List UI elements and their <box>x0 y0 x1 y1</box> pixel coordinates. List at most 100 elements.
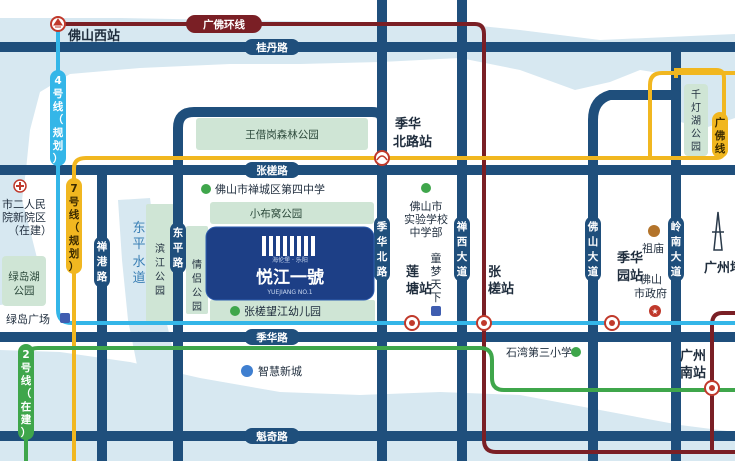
svg-text:★: ★ <box>651 307 658 316</box>
building-icon <box>241 365 253 377</box>
svg-text:公园: 公园 <box>14 285 35 297</box>
svg-text:）: ） <box>21 426 32 439</box>
station-jihua-north: 季华 北路站 <box>374 116 432 166</box>
svg-text:市二人民: 市二人民 <box>2 197 46 211</box>
svg-text:下: 下 <box>431 291 442 304</box>
svg-text:槎站: 槎站 <box>488 281 514 297</box>
svg-text:（: （ <box>21 387 32 400</box>
svg-text:道: 道 <box>457 265 468 278</box>
svg-text:大: 大 <box>671 250 682 263</box>
svg-text:祖庙: 祖庙 <box>642 241 664 255</box>
xiaobuwo-park-label: 小布窝公园 <box>250 207 303 220</box>
svg-text:侣: 侣 <box>192 272 202 285</box>
station-liantang: 莲 塘站 <box>404 264 432 331</box>
kindergarten-area <box>210 300 375 322</box>
shiwan-no3: 石湾第三小学 <box>506 345 581 359</box>
svg-text:童: 童 <box>431 251 442 265</box>
ring-label: 广佛环线 <box>186 15 262 33</box>
svg-text:路: 路 <box>173 256 184 269</box>
line2-label: 2 号 线 （ 在 建 ） <box>18 344 34 440</box>
kindergarten: 张槎望江幼儿园 <box>230 304 321 318</box>
svg-text:建: 建 <box>20 413 32 426</box>
svg-text:北: 北 <box>377 250 388 263</box>
svg-text:广州: 广州 <box>680 348 706 364</box>
svg-text:公: 公 <box>192 288 202 299</box>
road-label-kuiqi: 魁奇路 <box>244 428 300 444</box>
school-no4: 佛山市禅城区第四中学 <box>201 182 325 196</box>
svg-text:塘站: 塘站 <box>406 281 432 297</box>
svg-text:在: 在 <box>21 400 32 413</box>
svg-text:绿岛广场: 绿岛广场 <box>6 312 50 326</box>
svg-text:2: 2 <box>22 349 29 361</box>
qinglv-park-label: 情 侣 公 园 <box>192 258 202 313</box>
svg-text:佛: 佛 <box>587 220 599 233</box>
svg-text:平: 平 <box>173 242 184 254</box>
svg-text:划: 划 <box>53 139 64 152</box>
svg-text:佛山: 佛山 <box>640 273 662 286</box>
svg-text:大: 大 <box>588 250 599 263</box>
svg-text:南站: 南站 <box>680 365 706 381</box>
canton-tower: 广州塔 <box>704 211 735 276</box>
qinglv-park-area <box>186 226 208 314</box>
svg-text:智慧新城: 智慧新城 <box>258 364 302 378</box>
svg-text:划: 划 <box>69 247 80 260</box>
svg-text:线: 线 <box>21 374 32 387</box>
guangfo-ring-line <box>58 22 735 454</box>
svg-text:季华路: 季华路 <box>255 331 288 344</box>
guangfo-line-label: 广 佛 线 <box>712 112 728 158</box>
svg-text:港: 港 <box>97 255 108 268</box>
svg-text:实验学校: 实验学校 <box>404 212 448 226</box>
tongmeng: 童 梦 天 下 <box>431 251 442 316</box>
svg-text:广州塔: 广州塔 <box>704 260 735 276</box>
svg-text:季: 季 <box>376 220 388 233</box>
experimental-school: 佛山市 实验学校 中学部 <box>404 183 448 239</box>
svg-text:道: 道 <box>671 265 682 278</box>
government-icon <box>649 305 661 317</box>
svg-text:西: 西 <box>457 236 468 248</box>
svg-text:线: 线 <box>715 142 726 155</box>
svg-text:4: 4 <box>54 75 61 87</box>
wangjie-park-area <box>196 118 368 150</box>
hospital: 市二人民 院新院区 （在建） <box>2 179 52 237</box>
river-water-south <box>0 350 735 461</box>
zumiao: 祖庙 <box>642 225 664 255</box>
smart-city: 智慧新城 <box>241 364 302 378</box>
svg-text:绿岛湖: 绿岛湖 <box>8 270 40 283</box>
svg-text:佛山西站: 佛山西站 <box>67 28 120 44</box>
svg-text:号: 号 <box>21 362 32 374</box>
svg-text:悦江一號: 悦江一號 <box>256 267 324 288</box>
svg-text:（: （ <box>53 113 64 126</box>
svg-text:（: （ <box>69 221 80 234</box>
svg-text:华: 华 <box>377 235 388 248</box>
svg-text:）: ） <box>69 260 80 273</box>
svg-text:南: 南 <box>671 235 682 248</box>
road-label-jihua: 季华路 <box>244 329 300 345</box>
wangjie-park-label: 王借岗森林公园 <box>245 128 319 141</box>
temple-icon <box>648 225 660 237</box>
svg-text:道: 道 <box>132 271 145 286</box>
svg-text:7: 7 <box>70 183 77 195</box>
station-foshan-west: 佛山西站 <box>50 16 120 44</box>
station-zhangcha: 张 槎站 <box>476 265 514 331</box>
svg-text:公: 公 <box>691 129 701 140</box>
svg-text:路: 路 <box>377 265 388 278</box>
svg-text:季华: 季华 <box>394 116 421 132</box>
svg-text:江: 江 <box>155 257 165 269</box>
svg-text:情: 情 <box>192 258 202 271</box>
lvdaohu-park-area <box>2 256 46 306</box>
line7-right <box>648 71 735 158</box>
plaza-icon <box>60 313 70 323</box>
svg-text:道: 道 <box>588 265 599 278</box>
svg-text:佛: 佛 <box>714 129 726 142</box>
lvdao-plaza: 绿岛广场 <box>6 312 70 326</box>
svg-text:禅: 禅 <box>96 240 108 253</box>
xiaobuwo-park-area <box>210 202 374 224</box>
svg-text:岭: 岭 <box>671 220 682 233</box>
svg-text:广佛环线: 广佛环线 <box>203 18 245 31</box>
school-icon <box>230 306 240 316</box>
svg-text:路: 路 <box>97 270 108 283</box>
svg-text:梦: 梦 <box>431 265 442 278</box>
plaza-icon <box>431 306 441 316</box>
svg-text:规: 规 <box>69 234 80 247</box>
